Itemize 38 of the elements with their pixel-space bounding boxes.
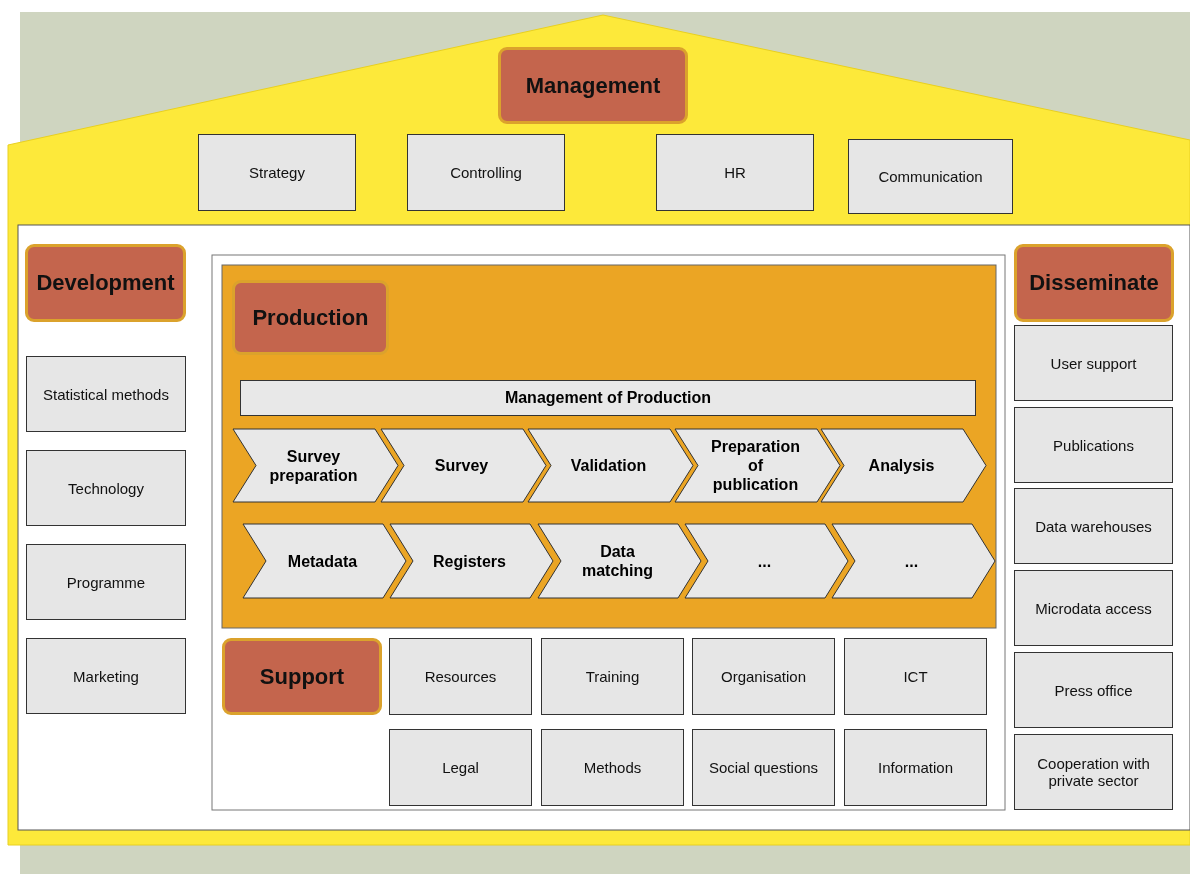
process-step: ...: [684, 523, 849, 599]
function-box: Data warehouses: [1014, 488, 1173, 564]
process-step: Survey: [380, 428, 547, 503]
process-step: Registers: [389, 523, 554, 599]
section-heading: Development: [25, 244, 186, 322]
function-box: Social questions: [692, 729, 835, 806]
function-box: Legal: [389, 729, 532, 806]
function-box: Strategy: [198, 134, 356, 211]
function-box: HR: [656, 134, 814, 211]
process-step: Preparation of publication: [674, 428, 841, 503]
function-box: Controlling: [407, 134, 565, 211]
section-heading: Disseminate: [1014, 244, 1174, 322]
function-box: Microdata access: [1014, 570, 1173, 646]
banner-box: Management of Production: [240, 380, 976, 416]
function-box: Publications: [1014, 407, 1173, 483]
process-step: Data matching: [537, 523, 702, 599]
process-step: Validation: [527, 428, 694, 503]
function-box: Communication: [848, 139, 1013, 214]
function-box: Methods: [541, 729, 684, 806]
function-box: ICT: [844, 638, 987, 715]
process-step: Metadata: [242, 523, 407, 599]
function-box: Information: [844, 729, 987, 806]
function-box: Resources: [389, 638, 532, 715]
function-box: Training: [541, 638, 684, 715]
function-box: Statistical methods: [26, 356, 186, 432]
function-box: Technology: [26, 450, 186, 526]
process-step: Analysis: [820, 428, 987, 503]
section-heading: Support: [222, 638, 382, 715]
function-box: Marketing: [26, 638, 186, 714]
section-heading: Production: [232, 280, 389, 355]
function-box: Organisation: [692, 638, 835, 715]
function-box: Cooperation with private sector: [1014, 734, 1173, 810]
process-step: ...: [831, 523, 996, 599]
function-box: User support: [1014, 325, 1173, 401]
function-box: Press office: [1014, 652, 1173, 728]
function-box: Programme: [26, 544, 186, 620]
section-heading: Management: [498, 47, 688, 124]
process-step: Survey preparation: [232, 428, 399, 503]
